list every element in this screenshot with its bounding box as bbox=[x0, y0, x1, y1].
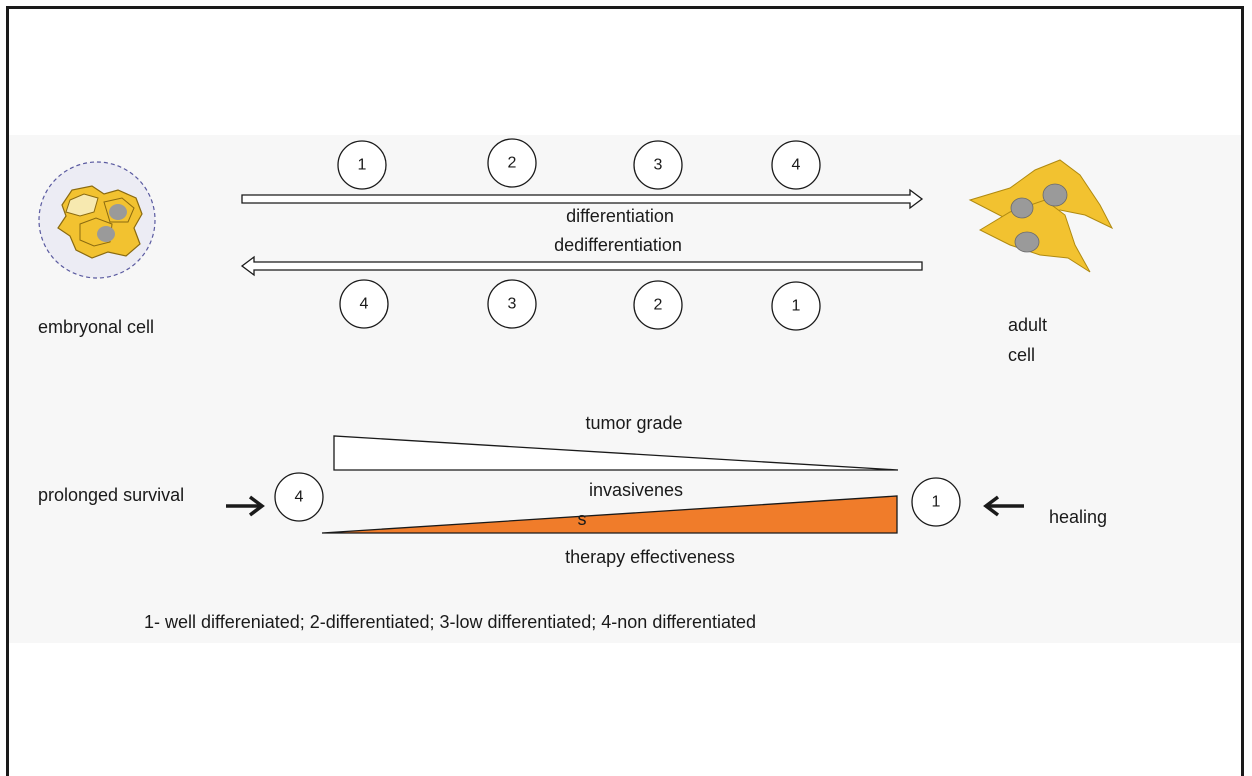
differentiation-arrow bbox=[241, 188, 924, 210]
tumor-grade-label: tumor grade bbox=[585, 413, 682, 433]
differentiation-stage-1: 1 bbox=[337, 140, 387, 190]
stage-number: 4 bbox=[295, 489, 304, 506]
stage-number: 3 bbox=[654, 157, 663, 174]
right-stage-circle: 1 bbox=[911, 477, 961, 527]
adult-cell-label-line2: cell bbox=[1008, 345, 1035, 365]
differentiation-stage-4: 4 bbox=[771, 140, 821, 190]
invasiveness-label-cont: s bbox=[578, 509, 587, 529]
stage-number: 1 bbox=[358, 157, 367, 174]
prolonged-survival-label: prolonged survival bbox=[38, 485, 184, 505]
differentiation-legend: 1- well differeniated; 2-differentiated;… bbox=[144, 612, 756, 632]
stage-number: 4 bbox=[360, 296, 369, 313]
differentiation-stage-2: 2 bbox=[487, 138, 537, 188]
dedifferentiation-stage-1: 1 bbox=[771, 281, 821, 331]
therapy-effectiveness-label: therapy effectiveness bbox=[565, 547, 735, 567]
stage-number: 4 bbox=[792, 157, 801, 174]
dedifferentiation-stage-3: 3 bbox=[487, 279, 537, 329]
dedifferentiation-stage-2: 2 bbox=[633, 280, 683, 330]
embryonal-cell-icon bbox=[38, 161, 156, 279]
therapy-effectiveness-wedge bbox=[321, 495, 898, 534]
stage-number: 2 bbox=[508, 155, 517, 172]
left-stage-circle: 4 bbox=[274, 472, 324, 522]
stage-number: 2 bbox=[654, 297, 663, 314]
adult-cell-label-line1: adult bbox=[1008, 315, 1047, 335]
embryonal-cell-label: embryonal cell bbox=[38, 317, 154, 337]
stage-number: 1 bbox=[932, 494, 941, 511]
dedifferentiation-label: dedifferentiation bbox=[554, 235, 682, 255]
right-arrow-icon bbox=[226, 495, 265, 517]
dedifferentiation-stage-4: 4 bbox=[339, 279, 389, 329]
adult-cell-icon bbox=[968, 159, 1114, 273]
healing-label: healing bbox=[1049, 507, 1107, 527]
invasiveness-label: invasivenes bbox=[589, 480, 683, 500]
differentiation-label: differentiation bbox=[566, 206, 674, 226]
stage-number: 3 bbox=[508, 296, 517, 313]
left-arrow-icon bbox=[983, 495, 1024, 517]
dedifferentiation-arrow bbox=[240, 255, 923, 277]
stage-number: 1 bbox=[792, 298, 801, 315]
differentiation-stage-3: 3 bbox=[633, 140, 683, 190]
tumor-grade-wedge bbox=[333, 435, 899, 471]
